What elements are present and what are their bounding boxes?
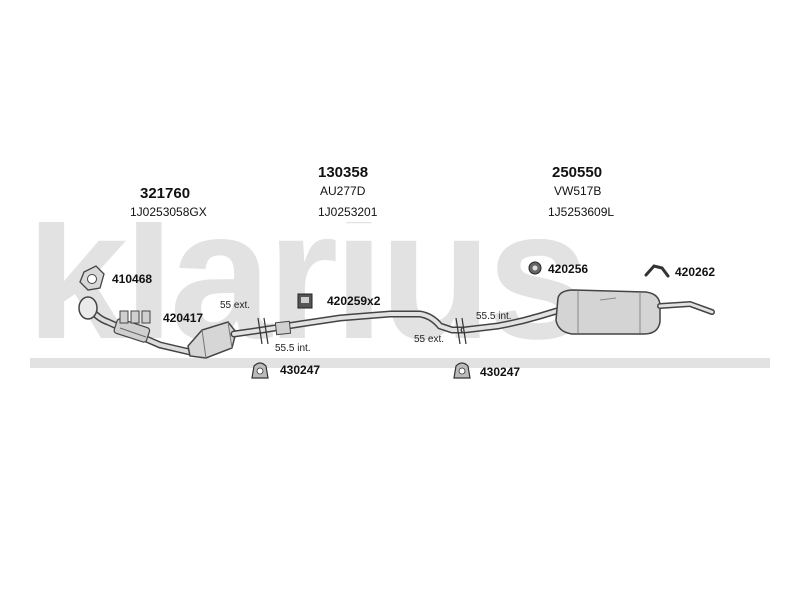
hanger-icon[interactable] <box>644 264 670 278</box>
clamp-front-icon[interactable] <box>119 310 151 324</box>
part-number-mid-pipe: 130358 <box>318 164 369 181</box>
ref-rear-silencer-1: VW517B <box>554 184 602 198</box>
ref-mid-pipe-1: AU277D <box>320 184 366 198</box>
note-joint2-int: 55.5 int. <box>476 311 512 322</box>
rubber-mount-icon[interactable] <box>297 293 313 309</box>
part-number-front-pipe: 321760 <box>140 185 191 202</box>
part-number-clamp-rear: 430247 <box>480 365 521 379</box>
part-number-rubber-mount: 420259x2 <box>327 294 381 308</box>
ref-mid-pipe-2: 1J0253201 <box>318 205 378 219</box>
catalytic-converter[interactable] <box>187 321 237 359</box>
joint-mark-1 <box>257 317 269 345</box>
brand-underline <box>30 358 770 368</box>
mid-pipe-130358[interactable] <box>230 310 466 338</box>
note-joint2-ext: 55 ext. <box>414 334 445 345</box>
clamp-mid-icon[interactable] <box>251 362 269 379</box>
part-number-clamp-front: 420417 <box>163 311 204 325</box>
clamp-rear-icon[interactable] <box>453 362 471 379</box>
part-number-hanger: 420262 <box>675 265 716 279</box>
note-joint1-int: 55.5 int. <box>275 343 311 354</box>
ref-rear-silencer-2: 1J5253609L <box>548 205 615 219</box>
part-number-gasket: 410468 <box>112 272 153 286</box>
ref-front-pipe: 1J0253058GX <box>130 205 207 219</box>
part-number-clamp-mid: 430247 <box>280 363 321 377</box>
rear-silencer-250550[interactable] <box>460 289 715 335</box>
note-joint1-ext: 55 ext. <box>220 300 251 311</box>
rubber-rear-icon[interactable] <box>528 261 542 275</box>
part-number-rubber-rear: 420256 <box>548 262 589 276</box>
joint-mark-2 <box>455 317 467 345</box>
part-number-rear-silencer: 250550 <box>552 164 603 181</box>
gasket-icon[interactable] <box>79 265 105 291</box>
front-pipe-321760[interactable] <box>78 296 194 356</box>
